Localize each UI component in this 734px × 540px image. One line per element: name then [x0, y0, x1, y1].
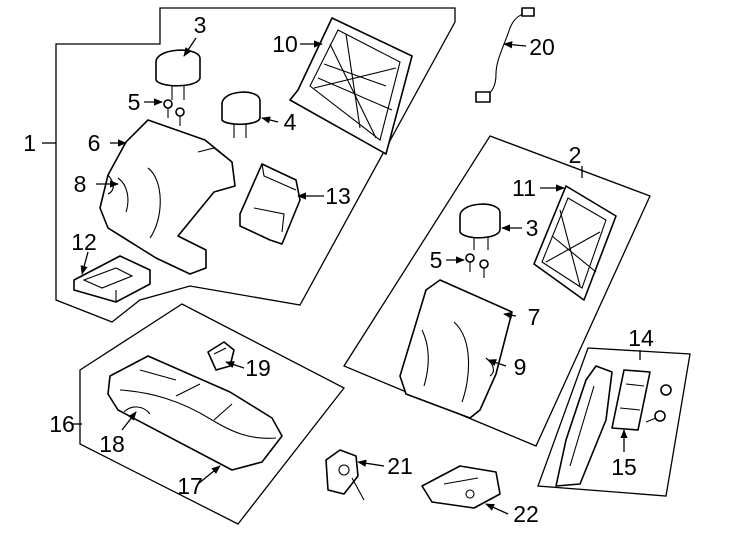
group-1-frame — [55, 7, 456, 323]
callout-9: 9 — [514, 354, 527, 380]
headrest-left — [155, 49, 201, 100]
callout-labels: 1 2 3 3 4 5 5 6 7 8 9 10 11 12 13 14 15 … — [23, 12, 654, 527]
callout-19: 19 — [245, 355, 271, 381]
seatback-frame-left — [289, 17, 413, 155]
callout-2: 2 — [569, 142, 582, 168]
group-14-frame — [537, 347, 691, 497]
seatback-hinge — [325, 449, 365, 501]
callout-6: 6 — [88, 130, 101, 156]
callout-5-right: 5 — [430, 247, 443, 273]
screw-pair-right — [465, 253, 489, 278]
headrest-center — [221, 91, 261, 138]
bolster-bolts — [645, 384, 672, 423]
callout-15: 15 — [611, 454, 637, 480]
callout-1: 1 — [23, 130, 36, 156]
callout-16: 16 — [49, 411, 75, 437]
callout-18: 18 — [99, 431, 125, 457]
callout-3-left: 3 — [194, 12, 207, 38]
group-16-frame — [79, 303, 345, 525]
callout-20: 20 — [529, 34, 555, 60]
callout-14: 14 — [628, 325, 654, 351]
callout-12: 12 — [71, 229, 97, 255]
callout-4: 4 — [284, 109, 297, 135]
side-bolster — [555, 365, 613, 487]
group-2-frame — [343, 135, 651, 447]
callout-21: 21 — [387, 453, 413, 479]
wire-harness — [475, 7, 535, 103]
leader-lines — [42, 37, 641, 515]
callout-5-left: 5 — [128, 89, 141, 115]
seat-latch — [421, 465, 501, 509]
cushion-clip — [207, 341, 235, 371]
seat-cushion — [107, 355, 283, 471]
seatback-cushion-left — [99, 119, 236, 275]
screw-pair-left — [163, 99, 185, 126]
seatback-frame-right — [533, 185, 617, 301]
trim-bracket — [239, 163, 301, 245]
callout-10: 10 — [272, 31, 298, 57]
callout-17: 17 — [177, 473, 203, 499]
callout-3-right: 3 — [526, 215, 539, 241]
bolster-bracket — [611, 369, 651, 431]
headrest-right — [459, 203, 501, 250]
callout-13: 13 — [325, 183, 351, 209]
callout-8: 8 — [74, 171, 87, 197]
seatback-cushion-right — [399, 279, 513, 419]
armrest-box — [73, 255, 151, 303]
callout-7: 7 — [528, 304, 541, 330]
callout-22: 22 — [513, 501, 539, 527]
callout-11: 11 — [512, 175, 536, 201]
